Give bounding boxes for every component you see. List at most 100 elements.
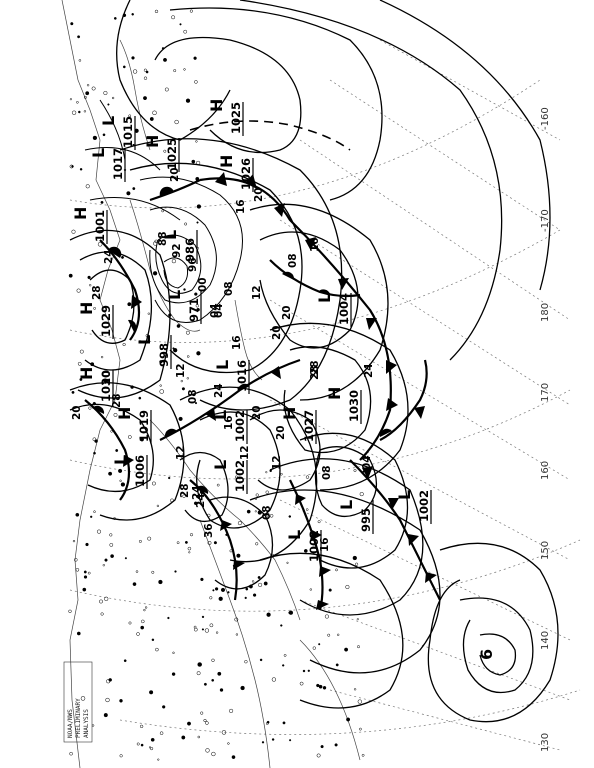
center-pressure-value: 1026 bbox=[239, 158, 253, 190]
station-dot bbox=[227, 591, 230, 594]
cold-front-main bbox=[199, 172, 398, 461]
station-dot bbox=[361, 753, 365, 757]
station-dot bbox=[237, 521, 242, 526]
station-dot bbox=[132, 582, 137, 586]
front-east-segment bbox=[379, 359, 428, 441]
station-dot bbox=[209, 623, 214, 628]
station-dot bbox=[345, 584, 350, 590]
station-dot bbox=[316, 753, 321, 758]
station-dot bbox=[164, 87, 169, 92]
station-dot bbox=[305, 508, 309, 511]
station-dot bbox=[187, 546, 192, 551]
center-letter: H bbox=[207, 99, 226, 112]
station-dot bbox=[128, 621, 132, 625]
isobar-label: 16 bbox=[223, 415, 235, 430]
station-dot bbox=[83, 110, 87, 113]
center-letter: L bbox=[285, 530, 304, 540]
isobar-label: 28 bbox=[91, 285, 103, 300]
station-dot bbox=[265, 490, 269, 494]
station-dot bbox=[307, 669, 310, 672]
station-dot bbox=[91, 724, 95, 727]
station-dot bbox=[356, 618, 359, 621]
isobar-label: 12 bbox=[251, 285, 263, 300]
isobar-label: 16 bbox=[235, 199, 247, 214]
caption-line-1: NOAA/NWS bbox=[67, 709, 74, 738]
isobar-label: 08 bbox=[187, 389, 199, 404]
station-dot bbox=[143, 96, 147, 101]
station-dot bbox=[196, 204, 202, 209]
station-dot bbox=[92, 135, 98, 141]
station-dot bbox=[361, 520, 364, 523]
isobar-label: 08 bbox=[223, 281, 235, 296]
isobar-label: 08 bbox=[261, 505, 273, 520]
center-pressure-value: 998 bbox=[157, 343, 171, 367]
station-dot bbox=[257, 576, 261, 579]
station-dot bbox=[288, 515, 292, 518]
station-dot bbox=[71, 390, 75, 394]
station-dot bbox=[207, 540, 212, 545]
center-letter: H bbox=[217, 155, 236, 168]
station-dot bbox=[194, 292, 198, 296]
station-dot bbox=[75, 512, 80, 517]
station-dot bbox=[147, 312, 150, 315]
station-dot bbox=[184, 222, 188, 226]
station-dot bbox=[193, 56, 197, 60]
station-dot bbox=[109, 533, 113, 537]
station-dot bbox=[218, 596, 223, 601]
center-letter: L bbox=[211, 410, 230, 420]
station-dot bbox=[246, 509, 251, 514]
station-dot bbox=[189, 533, 194, 537]
station-dot bbox=[151, 481, 156, 486]
station-dot bbox=[196, 671, 201, 676]
station-dot bbox=[127, 302, 132, 307]
center-letter: L bbox=[213, 360, 232, 370]
station-dot bbox=[119, 479, 122, 482]
isobar-label: 08 bbox=[287, 253, 299, 268]
station-dot bbox=[85, 91, 90, 96]
station-dot bbox=[100, 355, 104, 359]
center-pressure-value: 1015 bbox=[121, 116, 135, 148]
center-pressure-value: 1027 bbox=[302, 410, 316, 442]
station-dot bbox=[132, 187, 136, 191]
station-dot bbox=[305, 475, 310, 479]
station-dot bbox=[127, 435, 132, 439]
station-dot bbox=[283, 654, 287, 657]
station-dot bbox=[171, 15, 176, 20]
station-dot bbox=[140, 437, 144, 442]
station-dot bbox=[138, 539, 142, 543]
station-dot bbox=[78, 110, 81, 114]
station-dot bbox=[85, 542, 89, 547]
station-dot bbox=[121, 255, 124, 259]
station-dot bbox=[103, 713, 108, 718]
station-dot bbox=[88, 406, 92, 410]
center-pressure-value: 1030 bbox=[99, 370, 113, 402]
center-letter: L bbox=[315, 293, 334, 303]
station-dot bbox=[258, 582, 263, 587]
trough-lines bbox=[189, 120, 351, 151]
isobar-label: 28 bbox=[309, 360, 321, 375]
station-dot bbox=[176, 324, 181, 328]
station-dot bbox=[163, 149, 167, 153]
station-dot bbox=[103, 90, 108, 96]
station-dot bbox=[149, 117, 154, 121]
front-central bbox=[159, 358, 301, 441]
station-dot bbox=[151, 638, 155, 642]
station-dot bbox=[171, 258, 177, 264]
station-dot bbox=[102, 133, 106, 137]
station-dot bbox=[337, 633, 340, 636]
station-dot bbox=[77, 361, 82, 366]
station-dot bbox=[318, 684, 323, 689]
center-pressure-value: 1002 bbox=[307, 530, 321, 562]
station-dot bbox=[128, 114, 132, 118]
station-dot bbox=[212, 589, 215, 592]
station-dot bbox=[136, 742, 140, 746]
station-dot bbox=[118, 468, 123, 473]
